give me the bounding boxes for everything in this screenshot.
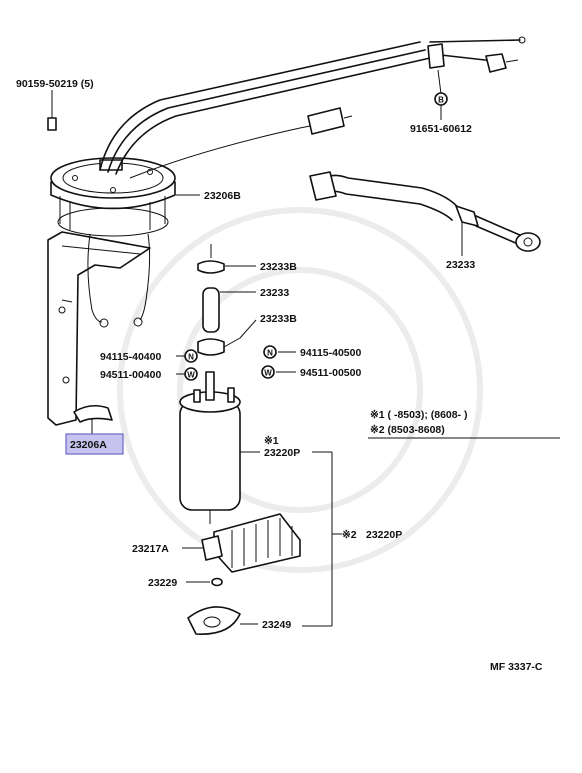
label-nut-left[interactable]: 94115-40400 bbox=[100, 351, 161, 363]
label-bracket[interactable]: 23206A bbox=[70, 439, 107, 451]
markers: B N W N W bbox=[184, 92, 448, 381]
label-filter[interactable]: 23220P bbox=[366, 529, 402, 541]
label-ring[interactable]: 23229 bbox=[148, 577, 177, 589]
label-connector-b[interactable]: 91651-60612 bbox=[410, 123, 472, 135]
label-hose[interactable]: 23233 bbox=[446, 259, 475, 271]
fuel-tubes bbox=[99, 36, 526, 179]
label-cushion[interactable]: 23217A bbox=[132, 543, 169, 555]
hose-pipe bbox=[197, 244, 225, 356]
note-line-1: ※1 ( -8503); (8608- ) bbox=[370, 409, 468, 421]
highlight-box[interactable] bbox=[65, 433, 124, 455]
fuel-pump bbox=[179, 371, 241, 524]
label-note1-marker: ※1 bbox=[264, 435, 279, 447]
label-nut-right[interactable]: 94115-40500 bbox=[300, 347, 361, 359]
note-line-2: ※2 (8503-8608) bbox=[370, 424, 445, 436]
watermark bbox=[117, 207, 483, 573]
label-clamp-lower[interactable]: 23233B bbox=[260, 313, 297, 325]
label-washer-right[interactable]: 94511-00500 bbox=[300, 367, 361, 379]
marker-n2: N bbox=[267, 349, 273, 358]
label-note2-marker: ※2 bbox=[342, 529, 357, 541]
marker-n1: N bbox=[188, 353, 194, 362]
label-clamp-upper[interactable]: 23233B bbox=[260, 261, 297, 273]
label-washer-left[interactable]: 94511-00400 bbox=[100, 369, 161, 381]
hose-assembly bbox=[309, 171, 541, 252]
leader-lines bbox=[51, 69, 560, 627]
label-pump[interactable]: 23220P bbox=[264, 447, 300, 459]
label-gasket[interactable]: 23206B bbox=[204, 190, 241, 202]
marker-w1: W bbox=[187, 371, 195, 380]
fuel-filter bbox=[187, 513, 301, 635]
footer-code: MF 3337-C bbox=[490, 661, 543, 673]
marker-w2: W bbox=[264, 369, 272, 378]
marker-b: B bbox=[438, 96, 444, 105]
sender-assembly bbox=[47, 106, 176, 426]
label-bolt[interactable]: 90159-50219 (5) bbox=[16, 78, 94, 90]
part-labels: 90159-50219 (5) 91651-60612 23206B 23233… bbox=[16, 78, 543, 673]
label-pipe[interactable]: 23233 bbox=[260, 287, 289, 299]
label-plate[interactable]: 23249 bbox=[262, 619, 291, 631]
